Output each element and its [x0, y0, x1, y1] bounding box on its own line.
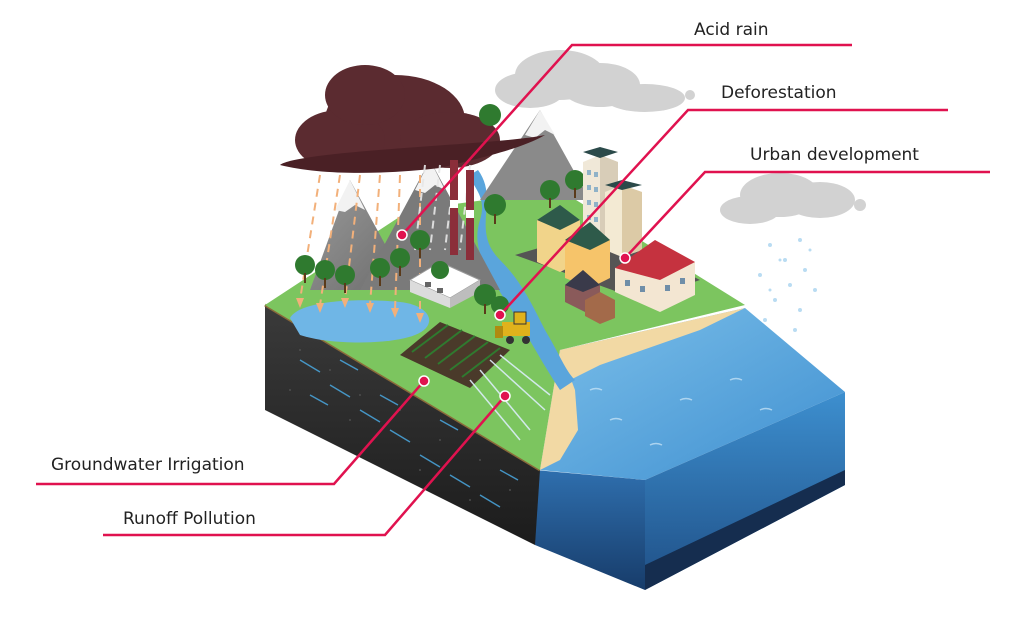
rain-arrowheads — [296, 298, 424, 323]
trees — [295, 104, 585, 314]
callout-acid-rain — [401, 43, 852, 236]
label-acid-rain: Acid rain — [694, 20, 769, 40]
callout-groundwater-irrigation — [36, 380, 425, 486]
acid-rain-streaks — [299, 164, 471, 315]
snowfall — [758, 238, 817, 332]
label-groundwater-irrigation: Groundwater Irrigation — [51, 455, 245, 475]
label-urban-development: Urban development — [750, 145, 919, 165]
callout-urban-development — [624, 170, 990, 259]
grey-cloud-icon — [495, 50, 695, 112]
label-runoff-pollution: Runoff Pollution — [123, 509, 256, 529]
callout-deforestation — [499, 108, 948, 316]
callout-runoff-pollution — [103, 395, 506, 537]
snow-cloud-icon — [720, 173, 866, 224]
bulldozer-icon — [495, 311, 530, 344]
callout-dots — [396, 229, 631, 402]
city-buildings — [515, 147, 700, 324]
farmland — [400, 322, 510, 388]
label-deforestation: Deforestation — [721, 83, 837, 103]
callouts — [36, 43, 990, 537]
factory — [408, 160, 482, 308]
